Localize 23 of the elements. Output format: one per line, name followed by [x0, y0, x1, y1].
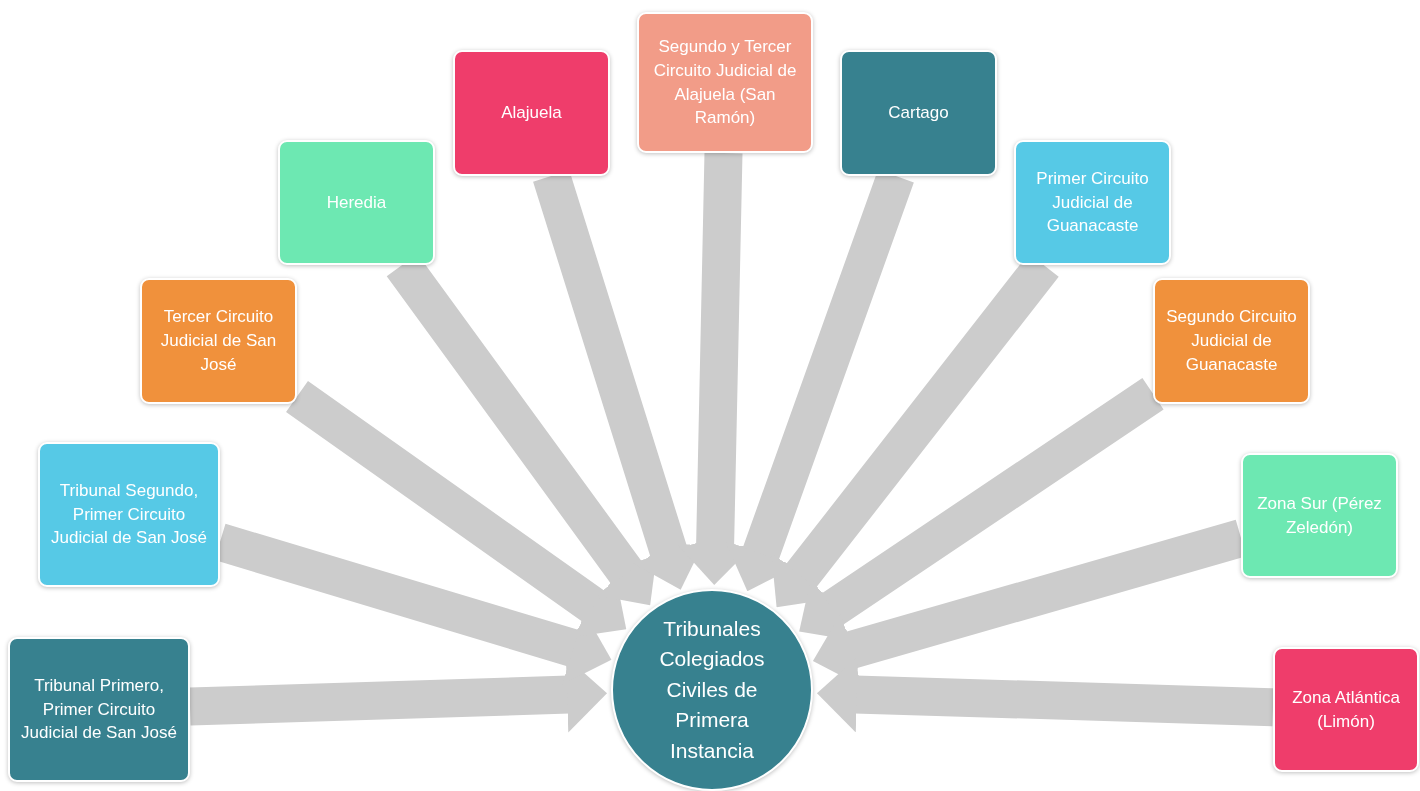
- box-label: Tribunal Segundo, Primer Circuito Judicial de San José: [50, 479, 208, 550]
- category-box: [278, 140, 435, 265]
- box-label: Segundo y Tercer Circuito Judicial de Alajuela (San Ramón): [652, 35, 798, 130]
- category-box: [840, 50, 997, 176]
- category-box: [453, 50, 610, 176]
- box-label: Alajuela: [501, 102, 562, 125]
- category-box: [1153, 278, 1310, 404]
- box-label: Tercer Circuito Judicial de San José: [159, 306, 278, 376]
- category-box: [637, 12, 813, 153]
- box-label: Heredia: [326, 191, 387, 214]
- center-label: Tribunales Colegiados Civiles de Primera Instancia: [658, 615, 766, 764]
- box-label: Primer Circuito Judicial de Guanacaste: [1035, 167, 1150, 238]
- box-label: Cartago: [888, 102, 949, 125]
- box-label: Zona Atlántica (Limón): [1291, 686, 1401, 733]
- category-box: [140, 278, 297, 404]
- category-box: [1014, 140, 1171, 265]
- category-box: [8, 637, 190, 782]
- category-box: [1273, 647, 1419, 772]
- box-label: Segundo Circuito Judicial de Guanacaste: [1165, 306, 1298, 376]
- category-box: [38, 442, 220, 587]
- box-label: Tribunal Primero, Primer Circuito Judicial de San José: [20, 674, 178, 745]
- category-box: [1241, 453, 1398, 578]
- box-label: Zona Sur (Pérez Zeledón): [1256, 492, 1383, 539]
